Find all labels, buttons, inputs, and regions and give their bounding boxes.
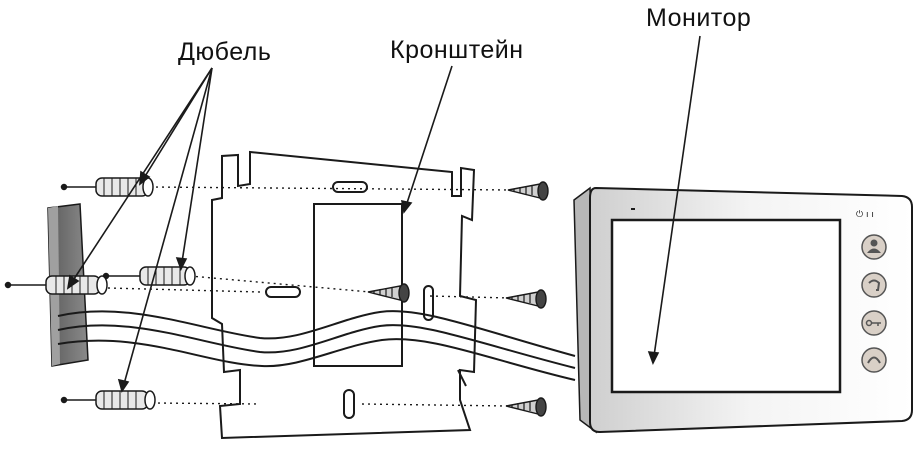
guide-lines bbox=[107, 186, 513, 407]
screw-right bbox=[505, 289, 547, 309]
mounting-bracket bbox=[211, 150, 478, 440]
screw-top-right bbox=[507, 181, 549, 201]
dowel-bottom bbox=[60, 390, 156, 410]
bracket-label: Кронштейн bbox=[390, 36, 524, 64]
leader-lines bbox=[66, 35, 701, 393]
screw-bottom bbox=[505, 397, 547, 417]
dowel-label: Дюбель bbox=[178, 38, 272, 66]
phone-hangup-icon bbox=[861, 272, 887, 298]
monitor: ⏻ ı ı bbox=[573, 186, 913, 434]
svg-text:⏻ ı ı: ⏻ ı ı bbox=[856, 209, 874, 220]
monitor-label: Монитор bbox=[646, 4, 752, 32]
person-icon bbox=[861, 234, 887, 260]
cables bbox=[57, 310, 576, 381]
key-icon bbox=[861, 310, 887, 336]
dowel-top bbox=[60, 177, 154, 197]
phone-icon bbox=[861, 347, 887, 373]
dowel-in-wall bbox=[4, 275, 108, 295]
screw-middle bbox=[367, 283, 410, 303]
monitor-buttons bbox=[861, 234, 887, 373]
